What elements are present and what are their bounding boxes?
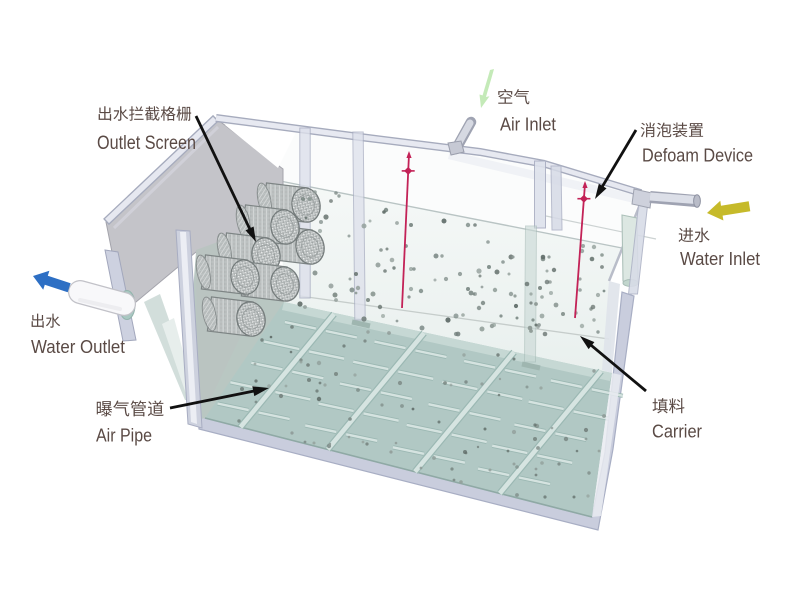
svg-text:Air Pipe: Air Pipe [96,425,152,446]
svg-text:Outlet Screen: Outlet Screen [97,132,196,154]
svg-text:Carrier: Carrier [652,421,702,442]
svg-text:Defoam Device: Defoam Device [642,145,753,166]
svg-text:Water Outlet: Water Outlet [31,336,126,357]
svg-text:Water Inlet: Water Inlet [680,248,761,269]
svg-text:Air Inlet: Air Inlet [500,114,557,135]
